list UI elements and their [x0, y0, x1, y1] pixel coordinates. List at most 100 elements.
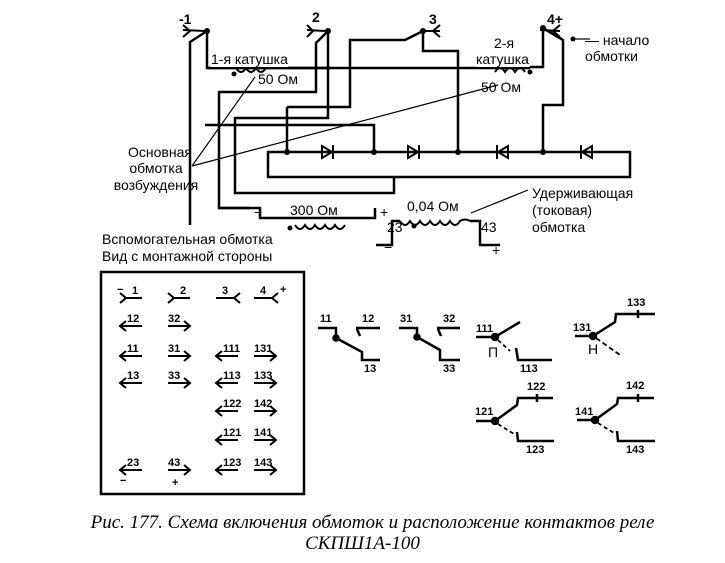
terminal-2-label: 2: [312, 9, 320, 25]
mounting-terminal-4-icon: [254, 292, 279, 304]
contact-11-12-13: [318, 326, 380, 362]
contact-111-113: [476, 320, 552, 362]
wire: [470, 219, 500, 247]
contact-label-13: 13: [364, 363, 377, 375]
contact-label-121: 121: [475, 406, 494, 418]
aux-winding-plus: +: [380, 204, 389, 220]
mounting-terminal-label: 4: [260, 285, 267, 297]
contact-label-33: 33: [443, 363, 456, 375]
mounting-terminal-2-icon: [167, 292, 190, 304]
mounting-arrow-123-icon: [214, 464, 238, 476]
aux-winding-resistance: 300 Ом: [290, 202, 338, 218]
mounting-terminal-3-icon: [216, 292, 241, 304]
mounting-arrow-131-icon: [254, 350, 278, 362]
contact-131-133: [575, 310, 655, 356]
mounting-cell-label: 13: [127, 370, 140, 382]
mounting-cell-label: 43: [168, 457, 181, 469]
terminal-3-symbol: [287, 24, 460, 152]
mounting-minus-sign: −: [120, 475, 127, 487]
contact-31-32-33: [399, 326, 460, 362]
contact-label-113: 113: [520, 363, 538, 375]
holding-terminal-23: 23: [387, 219, 403, 235]
coil-2-name-line1: 2-я: [494, 35, 515, 51]
mounting-arrow-13-icon: [118, 377, 142, 389]
mounting-arrow-33-icon: [168, 377, 192, 389]
mounting-arrow-43-icon: [168, 464, 192, 476]
mounting-terminal-label: 1: [132, 285, 139, 297]
mounting-arrow-12-icon: [118, 320, 142, 332]
coil-2-name-line2: катушка: [476, 51, 529, 67]
mounting-terminal-4-plus: +: [280, 284, 287, 296]
mounting-cell-label: 121: [223, 427, 242, 439]
mounting-terminal-label: 3: [222, 285, 229, 297]
contact-label-32: 32: [443, 313, 456, 325]
contact-label-11: 11: [320, 313, 332, 325]
mounting-cell-label: 142: [254, 398, 273, 410]
mounting-arrow-11-icon: [118, 350, 142, 362]
junction-dots: [204, 25, 576, 231]
terminal-4-label: 4+: [547, 11, 563, 27]
mounting-arrow-111-icon: [214, 350, 238, 362]
mounting-cell-label: 32: [168, 313, 181, 325]
contact-label-12: 12: [362, 313, 375, 325]
mounting-arrow-121-icon: [214, 434, 238, 446]
wire: [205, 123, 376, 152]
contact-mark-p: П: [488, 344, 499, 360]
mounting-cell-label: 141: [254, 427, 273, 439]
mounting-view-frame: [99, 270, 306, 496]
mounting-cell-label: 113: [223, 370, 241, 382]
mounting-cell-label: 23: [127, 457, 140, 469]
mounting-arrow-133-icon: [254, 377, 278, 389]
aux-winding-minus: −: [254, 204, 263, 220]
coil-1-name: 1-я катушка: [211, 51, 288, 67]
coil-2-resistance: 50 Ом: [481, 79, 521, 95]
mounting-arrow-23-icon: [118, 464, 142, 476]
contact-label-123: 123: [526, 444, 545, 456]
contact-symbols: [318, 310, 655, 443]
mounting-terminal-1-icon: [119, 292, 142, 304]
mounting-arrow-32-icon: [168, 320, 192, 332]
wire: [390, 219, 400, 238]
main-winding-label-line2: обмотка: [129, 160, 183, 176]
mounting-cell-label: 12: [127, 313, 140, 325]
contact-141-142-143: [577, 394, 655, 443]
mounting-arrow-141-icon: [254, 434, 278, 446]
mounting-arrow-122-icon: [214, 405, 238, 417]
mounting-cell-label: 131: [254, 343, 273, 355]
mounting-arrow-143-icon: [254, 464, 278, 476]
aux-title-line2: Вид с монтажной стороны: [102, 248, 273, 264]
contact-label-122: 122: [527, 381, 546, 393]
diode-1-icon: [321, 144, 334, 160]
contact-121-122-123: [476, 394, 554, 443]
mounting-terminal-1-minus: −: [117, 284, 124, 296]
contact-label-143: 143: [626, 444, 645, 456]
mounting-terminal-label: 2: [180, 285, 187, 297]
terminal-1-label: -1: [179, 11, 192, 27]
holding-label-line3: обмотка: [532, 219, 586, 235]
winding-start-note-line2: обмотки: [585, 48, 638, 64]
figure-caption-line2: СКПШ1А-100: [305, 533, 420, 554]
holding-terminal-43: 43: [481, 219, 497, 235]
main-winding-label-line3: возбуждения: [113, 177, 199, 193]
mounting-arrow-142-icon: [254, 405, 278, 417]
diode-3-icon: [496, 144, 509, 160]
mounting-cell-label: 143: [254, 457, 273, 469]
aux-title-line1: Вспомогательная обмотка: [102, 231, 273, 247]
holding-label-line1: Удерживающая: [532, 185, 634, 201]
wire: [376, 238, 394, 247]
diode-2-icon: [407, 144, 420, 160]
holding-plus: +: [492, 242, 501, 258]
holding-minus: −: [384, 239, 393, 255]
winding-start-note-line1: — начало: [585, 32, 650, 48]
mounting-cell-label: 111: [223, 343, 241, 355]
holding-winding-resistance: 0,04 Ом: [407, 198, 459, 214]
mounting-cell-label: 122: [223, 398, 242, 410]
main-winding-label-line1: Основная: [128, 144, 192, 160]
contact-label-31: 31: [400, 313, 413, 325]
diode-bridge-loop: [266, 150, 632, 179]
leader-lines: [191, 38, 590, 214]
diode-4-icon: [580, 144, 593, 160]
contact-label-131: 131: [573, 322, 592, 334]
mounting-cell-label: 31: [168, 343, 181, 355]
